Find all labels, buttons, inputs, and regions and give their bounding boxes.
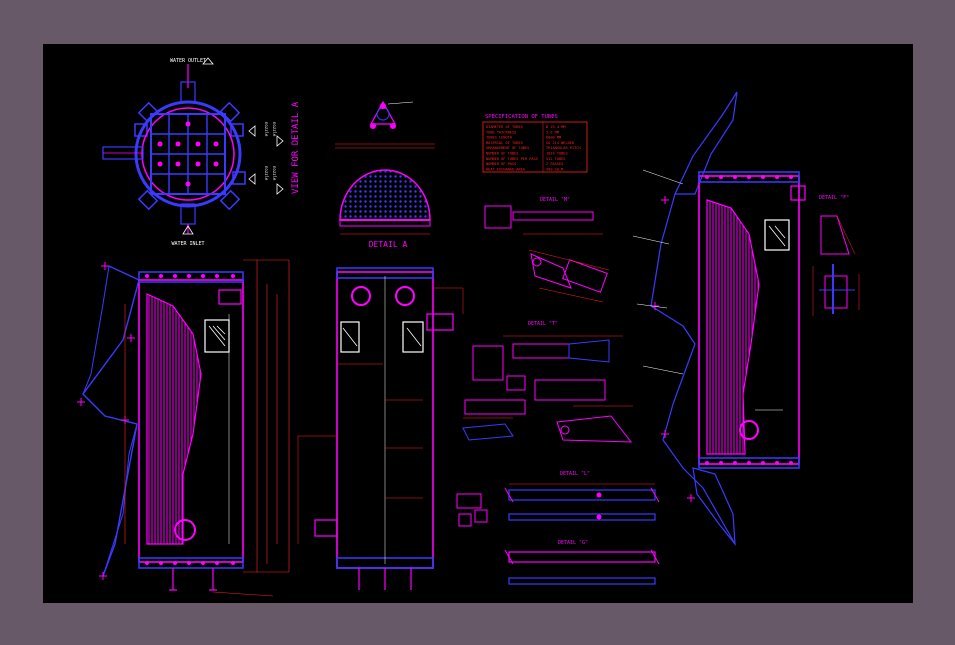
- svg-text:nozzle: nozzle: [264, 122, 269, 137]
- detail-m: DETAIL "M": [484, 197, 610, 303]
- svg-text:nozzle: nozzle: [272, 122, 277, 137]
- spec-row-label: NUMBER OF TUBES PER PASS: [486, 157, 538, 161]
- spec-row-value: 1024 TUBES: [546, 152, 568, 156]
- spec-row-value: 2 PASSES: [546, 162, 563, 166]
- view-for-detail-a-label: VIEW FOR DETAIL A: [291, 101, 301, 194]
- spec-row-label: ARRANGEMENT OF TUBES: [486, 146, 529, 150]
- spec-row-label: TUBES LENGTH: [486, 136, 512, 140]
- spec-row-value: 1.6 MM: [546, 130, 560, 134]
- spec-row-value: 512 TUBES: [546, 157, 565, 161]
- spec-row-value: 6000 MM: [546, 136, 562, 140]
- spec-row-label: DIAMETER OF TUBES: [486, 125, 523, 129]
- detail-g-label: DETAIL "G": [558, 540, 588, 546]
- spec-row-value: TRIANGULAR PITCH: [546, 146, 581, 150]
- detail-l-label: DETAIL "L": [560, 471, 590, 477]
- svg-text:nozzle: nozzle: [272, 166, 277, 181]
- water-inlet-label: WATER INLET: [171, 241, 204, 247]
- spec-row-label: TUBE THICKNESS: [486, 130, 516, 134]
- detail-t-label: DETAIL "T": [528, 321, 558, 327]
- middle-elevation-view: [297, 267, 464, 590]
- left-elevation-view: [77, 259, 290, 597]
- cad-drawing: WATER OUTLET: [77, 57, 860, 597]
- spec-row-label: HEAT EXCHANGE AREA: [486, 167, 526, 171]
- right-elevation-view: DETAIL "F": [632, 91, 860, 546]
- spec-row-label: NUMBER OF PASS: [486, 162, 516, 166]
- detail-t: DETAIL "T": [462, 321, 633, 443]
- spec-row-value: 490 SQ.M: [546, 167, 564, 171]
- detail-f-label: DETAIL "F": [819, 195, 849, 201]
- detail-m-label: DETAIL "M": [540, 197, 570, 203]
- svg-text:nozzle: nozzle: [264, 166, 269, 181]
- tube-spec-table: SPECIFICATION OF TUBES DIAMETER OF TUBES…: [482, 114, 588, 173]
- detail-g: DETAIL "G": [504, 540, 660, 585]
- water-outlet-label: WATER OUTLET: [170, 58, 206, 64]
- spec-table-title: SPECIFICATION OF TUBES: [485, 114, 558, 120]
- tube-sheet-top-view: WATER OUTLET: [102, 57, 301, 247]
- spec-row-label: NUMBER OF TUBES: [486, 152, 518, 156]
- detail-a: DETAIL A: [335, 100, 435, 249]
- drawing-sheet: WATER OUTLET: [43, 44, 913, 603]
- detail-a-label: DETAIL A: [369, 240, 408, 249]
- spec-row-label: MATERIAL OF TUBES: [486, 141, 523, 145]
- spec-row-value: SA 214 WELDED: [546, 141, 574, 145]
- spec-row-value: Ø 25.4 MM: [546, 124, 566, 129]
- spec-table-rows: DIAMETER OF TUBES Ø 25.4 MM TUBE THICKNESS…: [486, 124, 581, 171]
- detail-l: DETAIL "L": [456, 471, 660, 527]
